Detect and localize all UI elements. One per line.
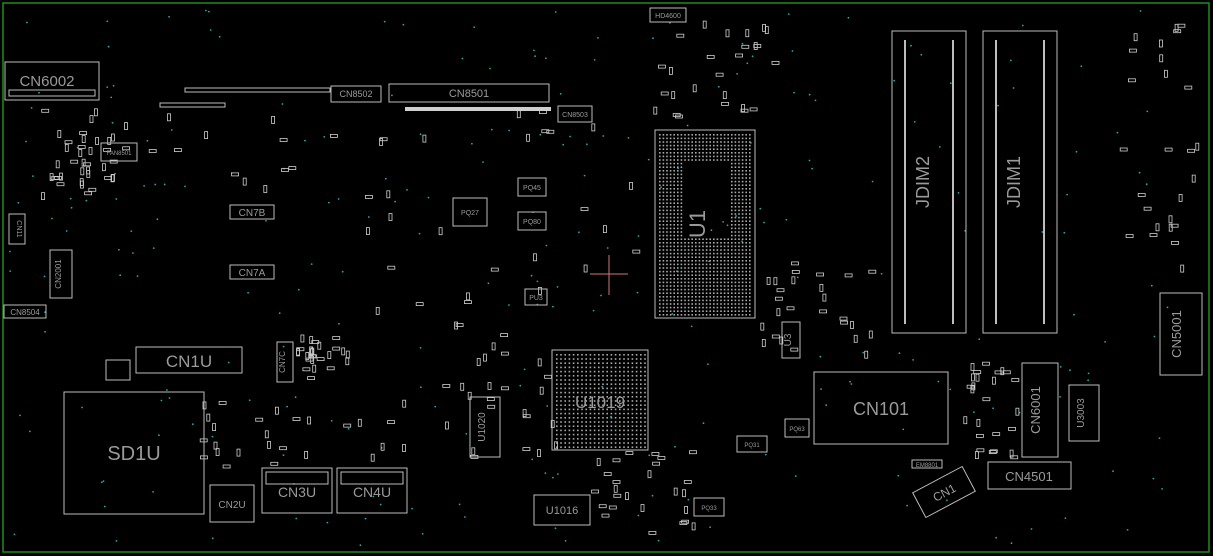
connector-cn5001[interactable]: CN5001 bbox=[1159, 292, 1203, 376]
svg-text:PQ63: PQ63 bbox=[789, 427, 805, 433]
svg-text:CN2U: CN2U bbox=[218, 500, 245, 511]
connector-cn8503[interactable]: CN8503 bbox=[557, 105, 593, 123]
flex-pad-strip-2 bbox=[159, 102, 226, 108]
svg-text:CN5001: CN5001 bbox=[1169, 310, 1184, 358]
svg-text:CN8502: CN8502 bbox=[339, 89, 372, 99]
svg-text:CN6002: CN6002 bbox=[19, 73, 74, 90]
connector-cn11[interactable]: CN11 bbox=[8, 213, 26, 245]
memory-slot-jdim2[interactable]: JDIM2 bbox=[891, 30, 967, 334]
svg-text:PQ33: PQ33 bbox=[701, 506, 717, 512]
svg-text:CN6001: CN6001 bbox=[1028, 386, 1043, 434]
chip-near-cn1u bbox=[105, 359, 131, 381]
connector-cn7a[interactable]: CN7A bbox=[229, 264, 275, 280]
mosfet-pq33[interactable]: PQ33 bbox=[693, 497, 725, 517]
svg-text:HD4600: HD4600 bbox=[655, 13, 681, 20]
svg-text:CN7A: CN7A bbox=[239, 268, 266, 279]
svg-text:PQ45: PQ45 bbox=[523, 185, 541, 192]
svg-text:PU3: PU3 bbox=[529, 295, 543, 302]
svg-text:PQ27: PQ27 bbox=[461, 210, 479, 217]
svg-text:U1: U1 bbox=[685, 210, 710, 238]
component-hd4600[interactable]: HD4600 bbox=[649, 7, 687, 23]
connector-cn1[interactable]: CN1 bbox=[912, 465, 976, 519]
svg-text:CN11: CN11 bbox=[15, 220, 22, 237]
mosfet-pq45[interactable]: PQ45 bbox=[517, 177, 547, 197]
chipset-u1019[interactable]: U1019 bbox=[551, 349, 649, 451]
svg-text:CN1: CN1 bbox=[931, 481, 959, 505]
memory-slot-jdim1[interactable]: JDIM1 bbox=[982, 30, 1058, 334]
connector-cn1u[interactable]: CN1U bbox=[135, 346, 243, 374]
svg-text:CN7C: CN7C bbox=[278, 351, 287, 373]
fan-connector-fan8501[interactable]: FAN8501 bbox=[100, 142, 138, 162]
connector-cn6002[interactable]: CN6002 bbox=[4, 61, 100, 101]
card-slot-sd1u[interactable]: SD1U bbox=[63, 391, 205, 515]
svg-text:CN4501: CN4501 bbox=[1005, 469, 1053, 484]
svg-text:SD1U: SD1U bbox=[107, 443, 160, 465]
svg-text:U1019: U1019 bbox=[575, 393, 625, 412]
svg-text:PQ31: PQ31 bbox=[744, 443, 760, 449]
connector-cn8501[interactable]: CN8501 bbox=[388, 83, 550, 103]
connector-cn2u[interactable]: CN2U bbox=[209, 484, 255, 523]
svg-text:U3: U3 bbox=[783, 333, 794, 346]
svg-text:JDIM1: JDIM1 bbox=[1004, 156, 1024, 208]
mosfet-pq80[interactable]: PQ80 bbox=[517, 211, 547, 231]
via-field bbox=[9, 9, 1169, 547]
ic-u3003[interactable]: U3003 bbox=[1068, 384, 1100, 442]
svg-text:U3003: U3003 bbox=[1076, 398, 1087, 428]
mosfet-pq63[interactable]: PQ63 bbox=[784, 418, 810, 438]
connector-cn7b[interactable]: CN7B bbox=[229, 204, 275, 220]
connector-cn2001[interactable]: CN2001 bbox=[49, 249, 73, 299]
svg-text:CN4U: CN4U bbox=[353, 484, 391, 500]
passive-components bbox=[41, 20, 1200, 535]
svg-text:CN8501: CN8501 bbox=[449, 88, 489, 100]
ic-u1016[interactable]: U1016 bbox=[533, 494, 591, 526]
svg-text:CN8504: CN8504 bbox=[10, 308, 40, 317]
connector-cn7c[interactable]: CN7C bbox=[276, 341, 294, 383]
svg-text:CN1U: CN1U bbox=[166, 352, 212, 371]
connector-cn4u[interactable]: CN4U bbox=[336, 467, 408, 514]
mosfet-pq31[interactable]: PQ31 bbox=[736, 435, 768, 453]
cn8501-pad-row bbox=[405, 107, 551, 111]
svg-text:U1016: U1016 bbox=[546, 505, 578, 517]
svg-text:JDIM2: JDIM2 bbox=[913, 156, 933, 208]
svg-text:EM8801: EM8801 bbox=[916, 463, 939, 469]
connector-cn4501[interactable]: CN4501 bbox=[987, 461, 1072, 490]
ic-u1020[interactable]: U1020 bbox=[469, 396, 501, 458]
svg-text:CN3U: CN3U bbox=[278, 484, 316, 500]
svg-text:U1020: U1020 bbox=[477, 412, 488, 442]
connector-cn3u[interactable]: CN3U bbox=[261, 467, 333, 514]
svg-text:FAN8501: FAN8501 bbox=[106, 151, 132, 157]
flex-pad-strip bbox=[184, 87, 331, 93]
svg-text:CN7B: CN7B bbox=[239, 208, 266, 219]
svg-text:CN101: CN101 bbox=[853, 399, 909, 419]
connector-cn101[interactable]: CN101 bbox=[813, 371, 949, 445]
connector-cn8504[interactable]: CN8504 bbox=[3, 304, 47, 319]
ic-pu3[interactable]: PU3 bbox=[524, 288, 548, 306]
svg-text:CN8503: CN8503 bbox=[562, 112, 588, 119]
component-em8801[interactable]: EM8801 bbox=[911, 459, 943, 469]
crosshair-marker bbox=[590, 255, 628, 295]
connector-cn8502[interactable]: CN8502 bbox=[330, 85, 382, 103]
connector-cn6001[interactable]: CN6001 bbox=[1021, 362, 1059, 458]
mosfet-pq27[interactable]: PQ27 bbox=[452, 197, 488, 227]
svg-text:CN2001: CN2001 bbox=[54, 259, 63, 289]
cpu-u1[interactable]: U1 bbox=[654, 129, 756, 319]
ic-u3[interactable]: U3 bbox=[781, 321, 801, 359]
svg-text:PQ80: PQ80 bbox=[523, 219, 541, 226]
